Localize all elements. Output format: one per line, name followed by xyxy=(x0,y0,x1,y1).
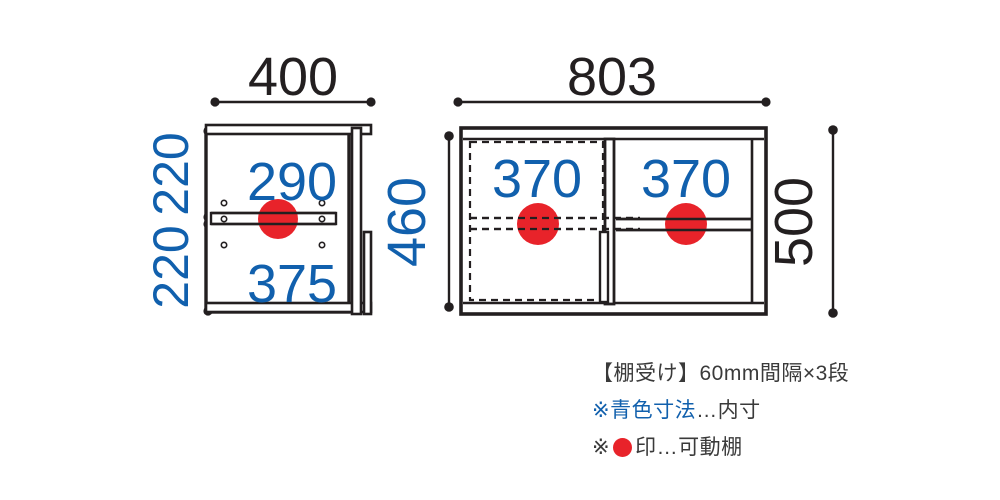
dimension-endpoint-dot xyxy=(828,125,838,135)
dimension-endpoint-dot xyxy=(210,97,220,107)
note-blue-dimension-suffix: …内寸 xyxy=(696,399,761,422)
movable-shelf-marker-icon xyxy=(258,199,298,239)
shelf-pin-hole-icon xyxy=(220,199,228,207)
side-view-height-label-upper: 220 xyxy=(143,132,199,215)
front-view-inner-height-dimension xyxy=(444,131,454,312)
shelf-pin-hole-icon xyxy=(318,215,326,223)
front-view-width-dimension xyxy=(453,97,771,107)
front-view-width-label: 803 xyxy=(567,47,657,107)
note-shelf-support-text: 【棚受け】60mm間隔×3段 xyxy=(592,362,850,385)
side-view-inner-lower-label: 375 xyxy=(247,254,337,314)
side-view-door-handle xyxy=(362,230,373,316)
dimension-endpoint-dot xyxy=(366,97,376,107)
left-door-handle xyxy=(598,230,610,304)
dimension-endpoint-dot xyxy=(444,302,454,312)
front-view-right-compartment: 370 xyxy=(616,139,754,303)
shelf-pin-hole-icon xyxy=(220,241,228,249)
front-view-outer-height-label: 500 xyxy=(764,177,824,267)
movable-shelf-marker-icon xyxy=(517,203,559,245)
note-movable-shelf-suffix: 印…可動棚 xyxy=(635,436,743,459)
left-compartment-label: 370 xyxy=(492,149,582,209)
dimension-endpoint-dot xyxy=(453,97,463,107)
side-view-group: 400 220 220 xyxy=(143,47,376,316)
front-view-left-compartment: 370 xyxy=(468,140,640,304)
note-blue-dimension: ※青色寸法…内寸 xyxy=(592,400,992,421)
shelf-pin-hole-icon xyxy=(318,241,326,249)
side-view-width-label: 400 xyxy=(248,47,338,107)
side-view-width-dimension xyxy=(210,97,376,107)
side-view-height-label-lower: 220 xyxy=(143,225,199,308)
shelf-pin-hole-icon xyxy=(318,199,326,207)
left-compartment-hidden-outline xyxy=(468,140,605,302)
note-movable-shelf-prefix: ※ xyxy=(592,436,611,459)
movable-shelf-marker-icon xyxy=(665,203,707,245)
front-view-outer-height-dimension xyxy=(828,125,838,318)
front-view-inner-height-label: 460 xyxy=(377,177,437,267)
note-shelf-support: 【棚受け】60mm間隔×3段 xyxy=(592,363,992,384)
note-blue-dimension-prefix: ※青色寸法 xyxy=(592,399,697,422)
side-view-door-panel xyxy=(350,126,363,316)
dimension-endpoint-dot xyxy=(828,308,838,318)
note-movable-shelf: ※ 印…可動棚 xyxy=(592,437,992,458)
front-view-center-divider xyxy=(603,137,616,306)
dimension-endpoint-dot xyxy=(444,131,454,141)
dimension-endpoint-dot xyxy=(761,97,771,107)
side-view-top-board xyxy=(204,123,373,136)
red-dot-icon xyxy=(613,438,633,457)
side-view-inner-upper-label: 290 xyxy=(247,152,337,212)
shelf-pin-hole-icon xyxy=(220,215,228,223)
notes-block: 【棚受け】60mm間隔×3段 ※青色寸法…内寸 ※ 印…可動棚 xyxy=(592,363,992,458)
right-compartment-label: 370 xyxy=(641,149,731,209)
front-view-group: 803 460 500 xyxy=(377,47,838,318)
